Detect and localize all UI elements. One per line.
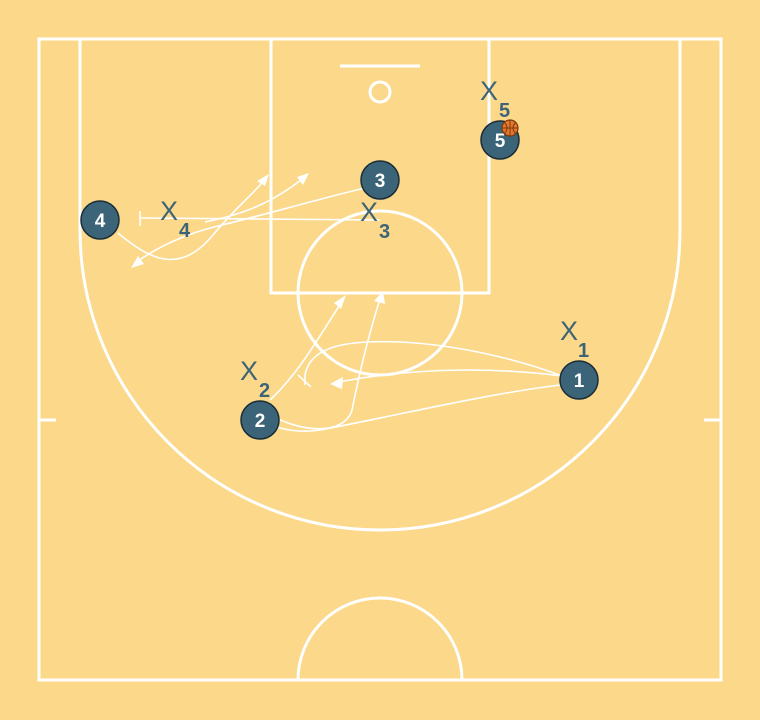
three-point-line xyxy=(78,39,682,532)
basketball-icon xyxy=(501,119,519,137)
defender-x1: X 1 xyxy=(560,316,589,362)
arrowhead xyxy=(374,291,385,304)
arrowhead xyxy=(334,295,346,309)
defender-number: 5 xyxy=(499,100,510,122)
player-1[interactable]: 1 xyxy=(559,360,599,400)
center-circle xyxy=(296,596,464,681)
defender-mark: X xyxy=(560,316,578,346)
player-3[interactable]: 3 xyxy=(360,160,400,200)
player-number: 3 xyxy=(375,171,386,192)
arrowhead xyxy=(131,256,144,268)
screen-path-1 xyxy=(304,340,563,385)
cut-path-2 xyxy=(269,299,344,401)
defender-number: 3 xyxy=(379,221,390,243)
player-number: 5 xyxy=(495,131,506,152)
free-throw-lane xyxy=(269,37,491,295)
player-number: 1 xyxy=(574,371,585,392)
cut-path-1 xyxy=(332,369,563,384)
defenders: X 1 X 2 X 3 X 4 X 5 xyxy=(160,76,589,402)
defender-x2: X 2 xyxy=(240,356,270,402)
player-marker[interactable] xyxy=(240,400,280,440)
pass-path xyxy=(269,384,561,432)
defender-x3: X 3 xyxy=(360,197,390,243)
movement-paths xyxy=(117,173,563,432)
hoop xyxy=(368,80,392,104)
cut-path-4 xyxy=(117,175,268,261)
defender-mark: X xyxy=(480,76,498,106)
offensive-players: 1 2 3 4 5 xyxy=(80,120,599,440)
player-marker[interactable] xyxy=(559,360,599,400)
defender-x5: X 5 xyxy=(480,76,510,122)
cut-path-up xyxy=(204,175,307,223)
player-marker[interactable] xyxy=(80,200,120,240)
screen-bar xyxy=(297,374,312,388)
defender-number: 2 xyxy=(259,380,270,402)
arrowhead xyxy=(297,173,309,185)
screen-path-3 xyxy=(133,187,366,265)
defender-mark: X xyxy=(160,196,178,226)
defender-number: 1 xyxy=(578,340,589,362)
arrowhead xyxy=(257,174,269,186)
arrowhead xyxy=(330,377,343,389)
player-2[interactable]: 2 xyxy=(240,400,280,440)
defender-number: 4 xyxy=(179,220,191,242)
court-lines xyxy=(37,37,723,682)
defender-mark: X xyxy=(360,197,378,227)
defender-mark: X xyxy=(240,356,258,386)
player-4[interactable]: 4 xyxy=(80,200,120,240)
player-number: 4 xyxy=(95,211,106,232)
cut-path-2b xyxy=(261,295,382,430)
player-marker[interactable] xyxy=(360,160,400,200)
player-number: 2 xyxy=(255,411,266,432)
defender-x4: X 4 xyxy=(160,196,191,242)
screen-path-long xyxy=(139,217,381,221)
